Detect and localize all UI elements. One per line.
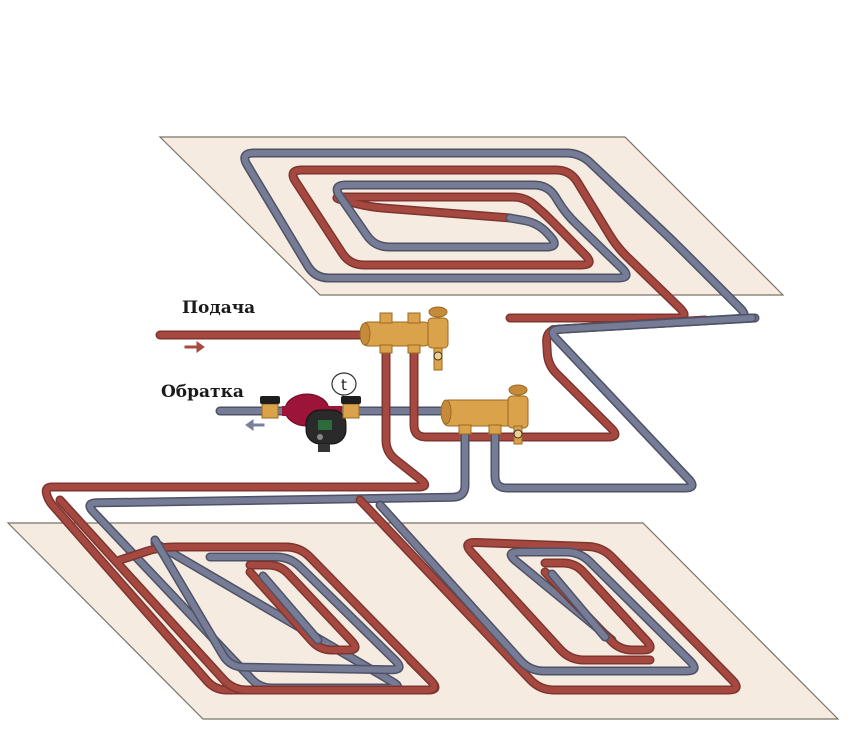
return-manifold-bottom-port [458,424,472,435]
return-drain-valve-icon [513,429,523,439]
lower-left-inner-supply [247,562,359,653]
upper-return-coil [241,150,758,333]
supply-leg-right [411,317,708,440]
pump-display [318,420,332,430]
lower-left-outer-supply [57,497,438,693]
supply-manifold-inlet [359,322,371,346]
lower-right-core-return [549,571,608,640]
return-leg-right [492,315,755,491]
lower-right-outer-supply [357,497,740,693]
return-manifold-bottom-port [488,424,502,435]
lower-left-mid-return [152,537,403,673]
thermometer-icon: t [331,372,357,396]
supply-manifold-top-port [379,312,393,324]
thermometer-label: t [341,376,347,394]
lower-right-mid-return [377,502,698,674]
supply-arrow-icon [184,341,205,353]
return-manifold-inlet [440,399,452,425]
return-manifold-body [442,399,516,427]
supply-manifold-bottom-port [379,344,393,354]
supply-label: Подача [182,298,256,318]
pump-button-icon [317,434,323,440]
return-manifold [440,384,529,445]
right-ball-valve [342,403,360,419]
left-ball-valve [261,403,279,419]
left-valve-handle-icon [260,396,280,404]
thermometer-dial [331,372,357,396]
supply-manifold [359,306,449,371]
circulation-pump [260,393,361,452]
supply-manifold-top-port [407,312,421,324]
supply-manifold-body [361,321,431,347]
return-leg-right-outline [490,313,757,493]
supply-manifold-bottom-port [407,344,421,354]
right-valve-handle-icon [341,396,361,404]
pump-flange-left [282,406,294,416]
pump-motor-base [318,444,330,452]
lower-left-core-return [260,573,321,643]
return-manifold-vent-cap [508,384,528,396]
supply-manifold-vent [427,317,449,349]
return-manifold-vent [507,395,529,429]
supply-manifold-vent-cap [428,306,448,318]
return-arrow-icon [245,419,265,431]
lower-right-inner-supply [542,560,654,653]
return-label: Обратка [161,382,244,402]
supply-drain-valve-icon [433,351,443,361]
